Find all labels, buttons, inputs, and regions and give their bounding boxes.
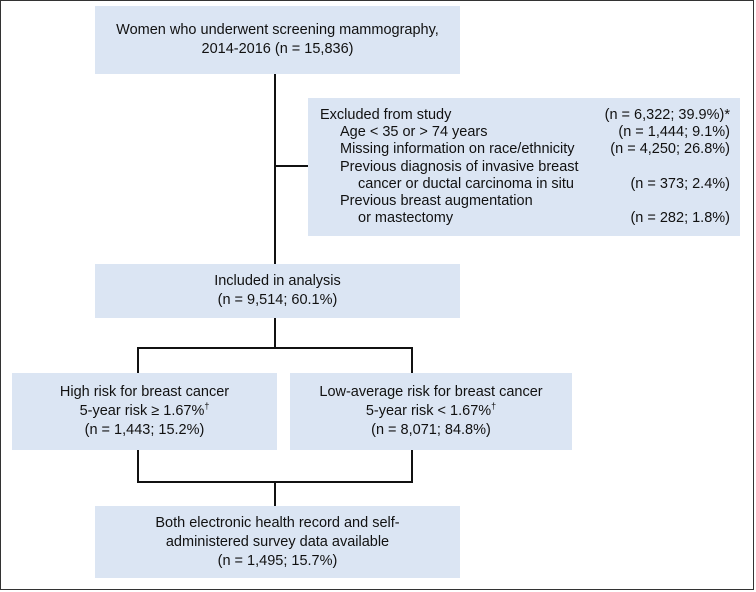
excluded-item-race: Missing information on race/ethnicity (n… [320, 141, 730, 158]
high-risk-line1: High risk for breast cancer [59, 384, 230, 400]
excluded-item-label-cont: cancer or ductal carcinoma in situ [358, 175, 574, 192]
excluded-item-label: Previous diagnosis of invasive breast [340, 158, 579, 175]
screening-line1: Women who underwent screening mammograph… [116, 22, 439, 38]
excluded-item-label: Previous breast augmentation [340, 192, 533, 209]
excluded-title-row: Excluded from study (n = 6,322; 39.9%)* [320, 107, 730, 124]
excluded-item-label: Missing information on race/ethnicity [340, 141, 575, 158]
excluded-item-value: (n = 282; 1.8%) [630, 210, 730, 227]
excluded-item-augmentation: Previous breast augmentation [320, 193, 730, 210]
included-line2: (n = 9,514; 60.1%) [217, 292, 338, 308]
connector-low-risk-rise [411, 450, 413, 483]
connector-low-risk-drop [411, 347, 413, 373]
included-line1: Included in analysis [214, 273, 341, 289]
low-risk-line1: Low-average risk for breast cancer [319, 384, 543, 400]
excluded-title-value: (n = 6,322; 39.9%)* [604, 107, 730, 123]
connector-split-horizontal [137, 347, 413, 349]
both-data-line1: Both electronic health record and self- [155, 514, 400, 531]
both-data-box: Both electronic health record and self- … [95, 506, 460, 578]
excluded-item-value: (n = 4,250; 26.8%) [610, 141, 730, 158]
both-data-line2: administered survey data available [165, 533, 390, 550]
low-risk-line3: (n = 8,071; 84.8%) [371, 422, 491, 438]
excluded-item-age: Age < 35 or > 74 years (n = 1,444; 9.1%) [320, 124, 730, 141]
both-data-line3: (n = 1,495; 15.7%) [217, 552, 338, 569]
excluded-item-augmentation-cont: or mastectomy (n = 282; 1.8%) [320, 210, 730, 227]
included-box: Included in analysis (n = 9,514; 60.1%) [95, 264, 460, 318]
excluded-item-value: (n = 373; 2.4%) [630, 175, 730, 192]
high-risk-dagger: † [204, 401, 210, 412]
excluded-item-label: Age < 35 or > 74 years [340, 124, 488, 141]
screening-box: Women who underwent screening mammograph… [95, 6, 460, 74]
high-risk-box: High risk for breast cancer 5-year risk … [12, 373, 277, 450]
excluded-item-label-cont: or mastectomy [358, 210, 454, 227]
high-risk-line2: 5-year risk ≥ 1.67%† [80, 402, 210, 421]
low-risk-box: Low-average risk for breast cancer 5-yea… [290, 373, 572, 450]
connector-main-vertical [274, 74, 276, 264]
excluded-item-diagnosis-cont: cancer or ductal carcinoma in situ (n = … [320, 176, 730, 193]
low-risk-line2: 5-year risk < 1.67%† [366, 402, 496, 421]
connector-high-risk-rise [137, 450, 139, 483]
excluded-box: Excluded from study (n = 6,322; 39.9%)* … [308, 98, 740, 236]
screening-line2: 2014-2016 (n = 15,836) [201, 41, 354, 57]
connector-high-risk-drop [137, 347, 139, 373]
high-risk-line3: (n = 1,443; 15.2%) [84, 422, 205, 438]
excluded-item-value: (n = 1,444; 9.1%) [618, 124, 730, 141]
high-risk-threshold: 5-year risk ≥ 1.67% [79, 403, 205, 419]
low-risk-dagger: † [491, 401, 497, 412]
excluded-item-diagnosis: Previous diagnosis of invasive breast [320, 159, 730, 176]
connector-final-down [274, 482, 276, 506]
connector-exclusion-branch [275, 165, 309, 167]
connector-included-down [274, 318, 276, 348]
low-risk-threshold: 5-year risk < 1.67% [365, 403, 492, 419]
excluded-title: Excluded from study [320, 107, 452, 123]
